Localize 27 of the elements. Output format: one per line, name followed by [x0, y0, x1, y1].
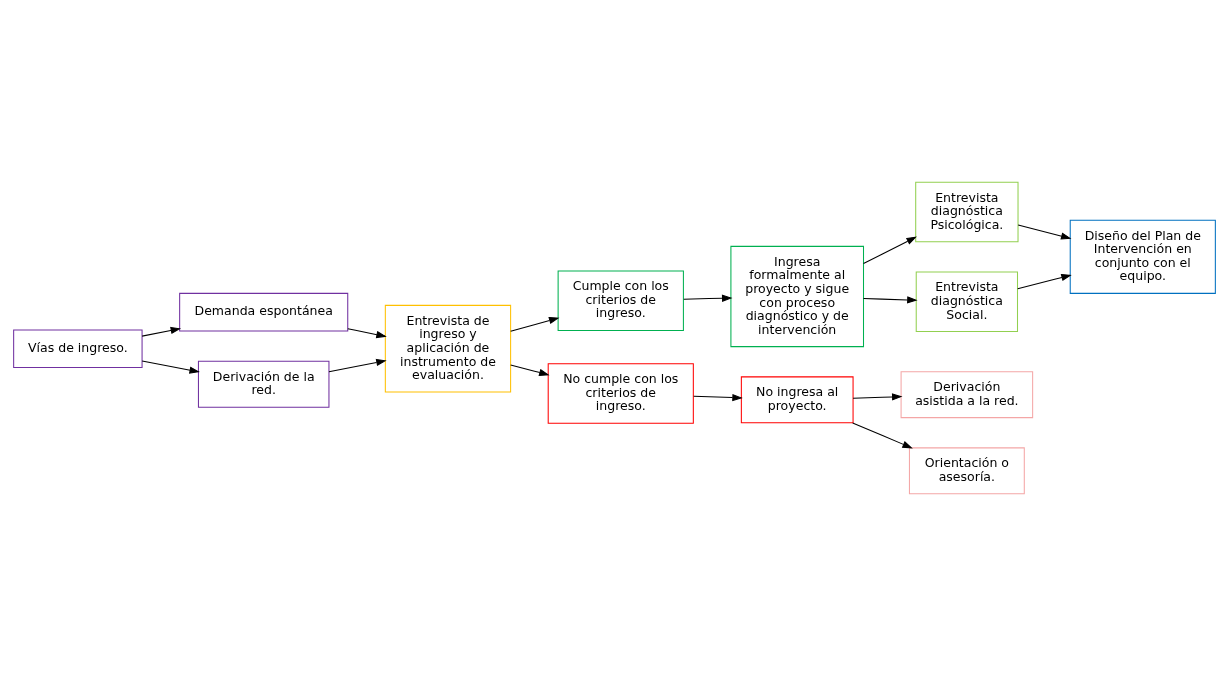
arrow — [1017, 223, 1072, 240]
arrow — [863, 236, 917, 264]
node-box: Derivación de la red. — [197, 360, 330, 408]
node-box: Vías de ingreso. — [13, 328, 143, 368]
arrow — [328, 358, 387, 372]
arrow — [852, 421, 913, 448]
node-box: No ingresa al proyecto. — [740, 375, 854, 423]
node-box: Entrevista diagnóstica Psicológica. — [915, 181, 1019, 242]
arrow — [683, 294, 733, 302]
node-box: Entrevista diagnóstica Social. — [915, 270, 1018, 332]
arrow — [141, 326, 182, 337]
node-box: Cumple con los criterios de ingreso. — [557, 269, 684, 331]
arrow — [1017, 273, 1072, 289]
node-box: No cumple con los criterios de ingreso. — [547, 362, 694, 424]
arrow — [141, 359, 200, 374]
node-box: Derivación asistida a la red. — [900, 370, 1034, 418]
arrow — [693, 393, 743, 401]
arrow — [863, 295, 918, 304]
arrow — [852, 392, 903, 401]
node-box: Ingresa formalmente al proyecto y sigue con proceso diagnóstico y de intervención — [730, 245, 864, 347]
node-box: Demanda espontánea — [179, 292, 349, 331]
arrow — [510, 363, 550, 376]
node-box: Diseño del Plan de Intervención en conjunto con el equipo. — [1069, 219, 1216, 294]
node-box: Entrevista de ingreso y aplicación de instrumento de evaluación. — [384, 304, 512, 393]
arrow — [347, 327, 387, 338]
node-box: Orientación o asesoría. — [908, 446, 1025, 494]
arrow — [510, 316, 560, 332]
